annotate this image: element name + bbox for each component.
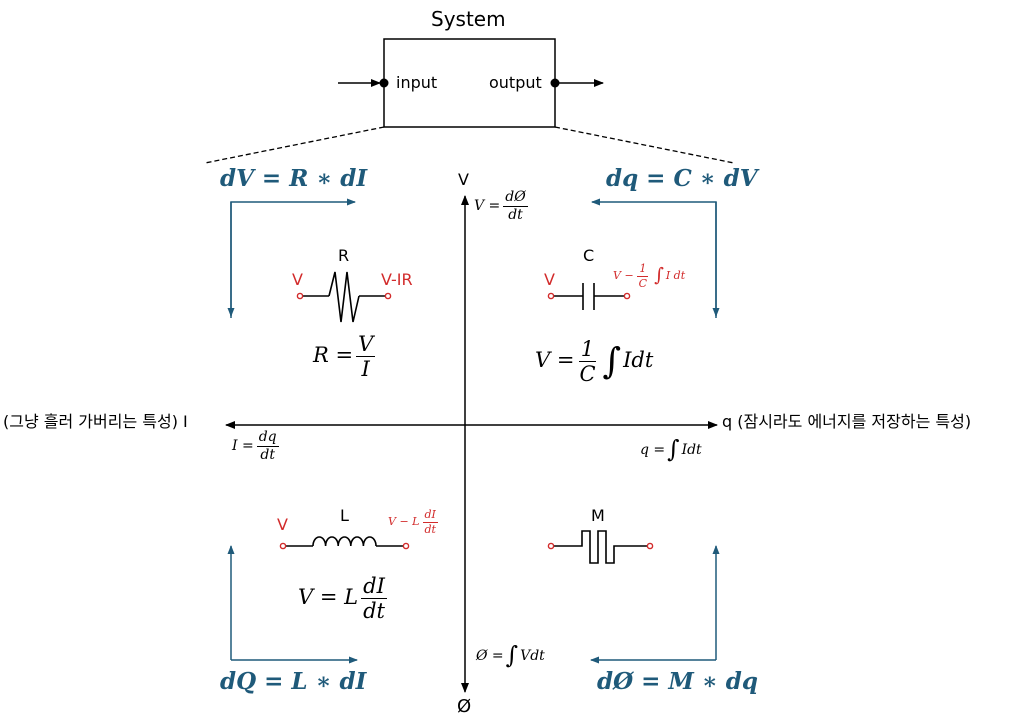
capacitor-quadrant-arrow-top xyxy=(591,198,717,318)
resistor-quadrant-arrow-top xyxy=(230,198,356,318)
axis-label-i: (그냥 흘러 가버리는 특성) I xyxy=(3,412,188,431)
capacitor-left-node-label: V xyxy=(544,270,555,289)
resistor-heading: dV = R ∗ dI xyxy=(220,165,368,192)
axis-label-q: q (잠시라도 에너지를 저장하는 특성) xyxy=(722,412,972,431)
capacitor-symbol xyxy=(547,283,631,310)
system-output-label: output xyxy=(489,73,542,92)
resistor-component-label: R xyxy=(338,246,350,265)
input-node xyxy=(379,78,389,88)
memristor-symbol xyxy=(547,530,654,564)
zoom-line-left xyxy=(204,126,385,164)
system-input-label: input xyxy=(396,73,438,92)
inductor-left-node-label: V xyxy=(277,515,288,534)
resistor-left-node-label: V xyxy=(292,270,303,289)
system-box xyxy=(383,38,556,128)
axis-label-v: V xyxy=(458,170,469,189)
resistor-right-node-label: V-IR xyxy=(381,270,413,289)
resistor-symbol xyxy=(296,271,392,323)
axis-label-phi: Ø xyxy=(457,696,472,717)
memristor-heading: dØ = M ∗ dq xyxy=(597,668,758,695)
zoom-line-right xyxy=(554,126,735,164)
system-title: System xyxy=(431,7,506,31)
capacitor-component-label: C xyxy=(583,246,595,265)
capacitor-heading: dq = C ∗ dV xyxy=(606,165,758,192)
memristor-component-label: M xyxy=(591,506,605,525)
inductor-component-label: L xyxy=(340,506,349,525)
q-definition: q =∫Idt xyxy=(640,435,702,463)
output-node xyxy=(550,78,560,88)
phi-definition: Ø =∫Vdt xyxy=(476,641,545,669)
inductor-heading: dQ = L ∗ dI xyxy=(220,668,367,695)
inductor-symbol xyxy=(279,536,410,550)
